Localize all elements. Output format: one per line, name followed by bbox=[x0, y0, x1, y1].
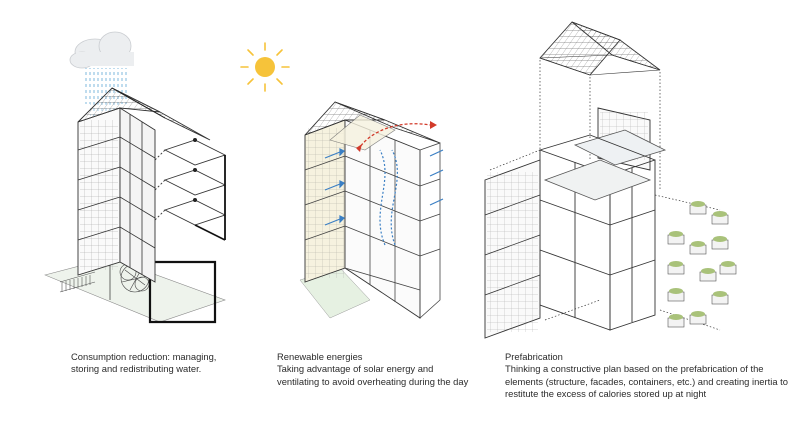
floor-slabs-exploded bbox=[154, 139, 227, 241]
plant-modules bbox=[667, 201, 737, 328]
caption-title: Prefabrication bbox=[505, 351, 563, 362]
floor-slab-module bbox=[543, 159, 652, 201]
caption-consumption: Consumption reduction: managing, storing… bbox=[71, 351, 241, 376]
caption-prefabrication: Prefabrication Thinking a constructive p… bbox=[505, 351, 790, 401]
sun-icon bbox=[240, 42, 290, 92]
caption-renewable: Renewable energies Taking advantage of s… bbox=[277, 351, 477, 388]
panel-renewable-drawing bbox=[240, 42, 444, 319]
airflow-arrows bbox=[324, 148, 444, 246]
panel-consumption-drawing bbox=[44, 31, 227, 324]
caption-title: Consumption reduction: managing, bbox=[71, 351, 217, 362]
container-module bbox=[573, 129, 667, 166]
caption-title: Renewable energies bbox=[277, 351, 363, 362]
fence bbox=[59, 271, 96, 293]
caption-body: Thinking a constructive plan based on th… bbox=[505, 363, 788, 400]
cloud-icon bbox=[69, 31, 134, 69]
caption-body: storing and redistributing water. bbox=[71, 363, 202, 375]
caption-body: Taking advantage of solar energy and ven… bbox=[277, 363, 469, 387]
heat-arrow bbox=[356, 121, 437, 152]
facade-right bbox=[119, 107, 156, 283]
panel-prefab-drawing bbox=[484, 21, 737, 339]
